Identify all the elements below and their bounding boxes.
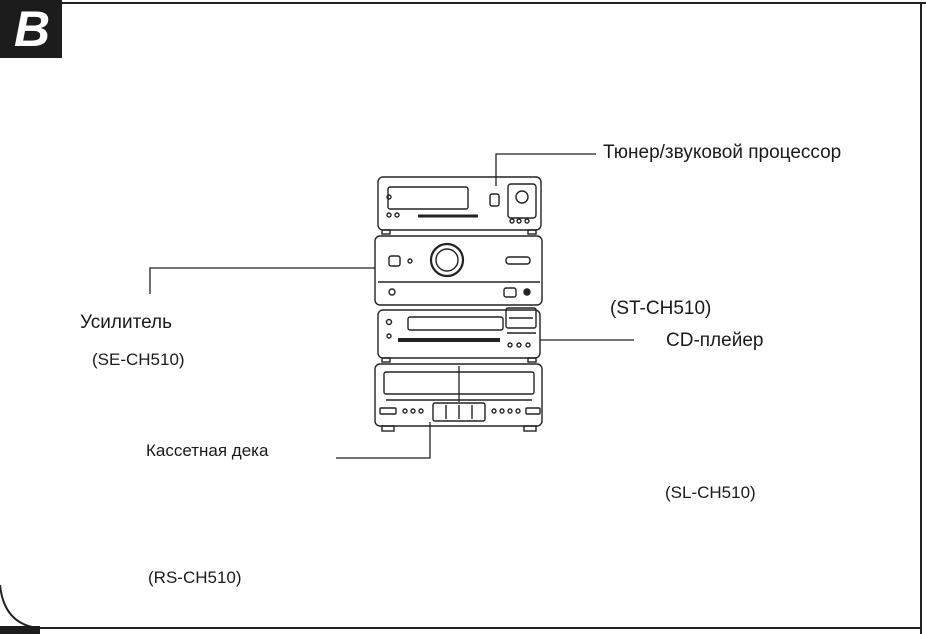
tuner-model-label: (ST-CH510)	[610, 298, 712, 319]
tuner-unit	[377, 176, 542, 235]
section-badge: B	[0, 0, 62, 58]
amplifier-model-label: (SE-CH510)	[92, 350, 185, 369]
cassette-label: Кассетная дека	[146, 441, 269, 460]
cd-unit	[377, 307, 541, 363]
cd-player-label: CD-плейер	[666, 330, 764, 351]
amplifier-label: Усилитель	[80, 312, 173, 333]
tuner-label: Тюнер/звуковой процессор	[603, 142, 842, 163]
amplifier-unit	[374, 235, 543, 306]
section-letter: B	[13, 1, 51, 57]
leader-lines	[149, 153, 634, 459]
cassette-model-label: (RS-CH510)	[148, 568, 242, 587]
cd-model-label: (SL-CH510)	[665, 483, 756, 502]
